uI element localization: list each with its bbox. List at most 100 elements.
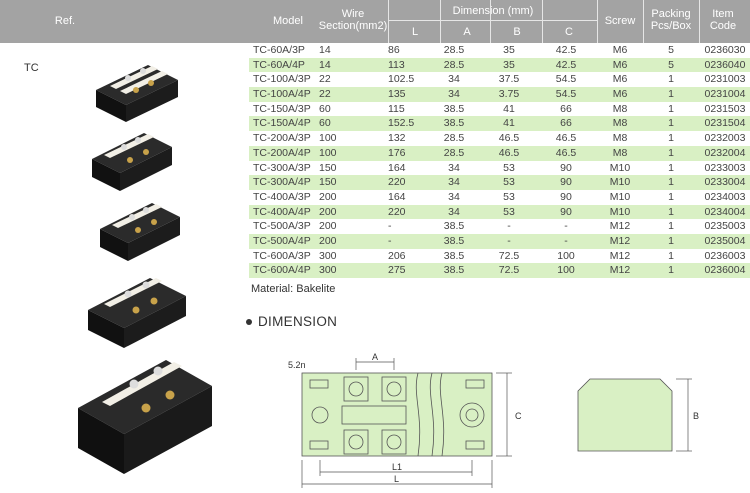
cell-screw: M10 [609, 205, 631, 218]
terminal-block-image [92, 133, 172, 191]
cell-pack: 1 [668, 88, 674, 101]
cell-c: 42.5 [555, 58, 577, 71]
cell-b: 53 [503, 161, 515, 174]
header-divider [388, 20, 598, 21]
cell-screw: M8 [612, 146, 628, 159]
cell-l: 164 [388, 190, 406, 203]
cell-l: - [388, 234, 392, 247]
cell-pack: 1 [668, 264, 674, 277]
cell-c: 100 [557, 249, 575, 262]
header-divider [542, 0, 543, 43]
cell-model: TC-200A/3P [253, 132, 311, 145]
cell-screw: M6 [612, 73, 628, 86]
material-note: Material: Bakelite [251, 283, 336, 295]
cell-screw: M10 [609, 190, 631, 203]
cell-model: TC-60A/3P [253, 44, 305, 56]
cell-b: 41 [503, 102, 515, 115]
cell-a: 38.5 [443, 249, 465, 262]
cell-c: - [564, 234, 568, 247]
cell-a: 38.5 [443, 264, 465, 277]
terminal-block-image [96, 65, 178, 122]
header-packing: Packing Pcs/Box [644, 8, 698, 32]
cell-b: 53 [503, 190, 515, 203]
cell-c: 54.5 [555, 73, 577, 86]
table-header: Ref. Model Wire Section(mm2) Dimension (… [0, 0, 750, 43]
cell-a: 34 [448, 161, 460, 174]
cell-a: 34 [448, 205, 460, 218]
cell-wire: 100 [319, 146, 337, 159]
cell-code: 0232004 [704, 146, 746, 159]
terminal-block-image [78, 360, 212, 474]
cell-screw: M12 [609, 220, 631, 233]
cell-screw: M6 [612, 88, 628, 101]
cell-a: 28.5 [443, 132, 465, 145]
cell-l: 135 [388, 88, 406, 101]
cell-wire: 22 [319, 88, 331, 101]
dim-label-A: A [372, 352, 378, 362]
cell-screw: M6 [612, 44, 628, 56]
cell-a: 38.5 [443, 220, 465, 233]
cell-c: 90 [560, 176, 572, 189]
cell-pack: 1 [668, 190, 674, 203]
cell-screw: M10 [609, 161, 631, 174]
cell-code: 0236003 [704, 249, 746, 262]
cell-b: 35 [503, 44, 515, 56]
cell-model: TC-300A/3P [253, 161, 311, 174]
cell-wire: 200 [319, 190, 337, 203]
cell-code: 0232003 [704, 132, 746, 145]
dim-label-B: B [693, 411, 699, 421]
header-wire-line1: Wire [341, 8, 365, 20]
cell-b: 3.75 [498, 88, 520, 101]
ref-label: TC [24, 62, 39, 74]
cell-pack: 1 [668, 205, 674, 218]
cell-l: 152.5 [388, 117, 415, 130]
header-screw: Screw [604, 15, 636, 27]
cell-b: 46.5 [498, 132, 520, 145]
cell-a: 34 [448, 190, 460, 203]
header-dim-C: C [565, 26, 573, 38]
cell-code: 0231503 [704, 102, 746, 115]
cell-l: 86 [388, 44, 400, 56]
cell-model: TC-200A/4P [253, 146, 311, 159]
cell-screw: M12 [609, 264, 631, 277]
cell-b: 72.5 [498, 249, 520, 262]
cell-pack: 1 [668, 234, 674, 247]
header-packing-line1: Packing [651, 8, 691, 20]
cell-a: 28.5 [443, 44, 465, 56]
cell-model: TC-500A/4P [253, 234, 311, 247]
cell-c: 90 [560, 205, 572, 218]
cell-wire: 200 [319, 205, 337, 218]
cell-c: 54.5 [555, 88, 577, 101]
cell-b: - [507, 220, 511, 233]
header-divider [440, 0, 441, 43]
bullet-icon [246, 319, 252, 325]
cell-model: TC-150A/3P [253, 102, 311, 115]
cell-code: 0235004 [704, 234, 746, 247]
front-dimension-drawing: 5.2n A C L1 L [288, 352, 522, 488]
header-divider [643, 0, 644, 43]
header-dim-B: B [513, 26, 521, 38]
cell-wire: 100 [319, 132, 337, 145]
cell-screw: M6 [612, 58, 628, 71]
cell-c: 42.5 [555, 44, 577, 56]
cell-wire: 14 [319, 58, 331, 71]
cell-l: 115 [388, 102, 405, 115]
cell-code: 0231004 [704, 88, 746, 101]
dim-label-C: C [515, 411, 522, 421]
cell-a: 28.5 [443, 146, 465, 159]
cell-wire: 150 [319, 176, 337, 189]
cell-l: 220 [388, 176, 406, 189]
cell-model: TC-100A/3P [253, 73, 311, 86]
hole-dim-label: 5.2n [288, 360, 306, 370]
cell-model: TC-400A/4P [253, 205, 311, 218]
cell-a: 38.5 [443, 102, 465, 115]
